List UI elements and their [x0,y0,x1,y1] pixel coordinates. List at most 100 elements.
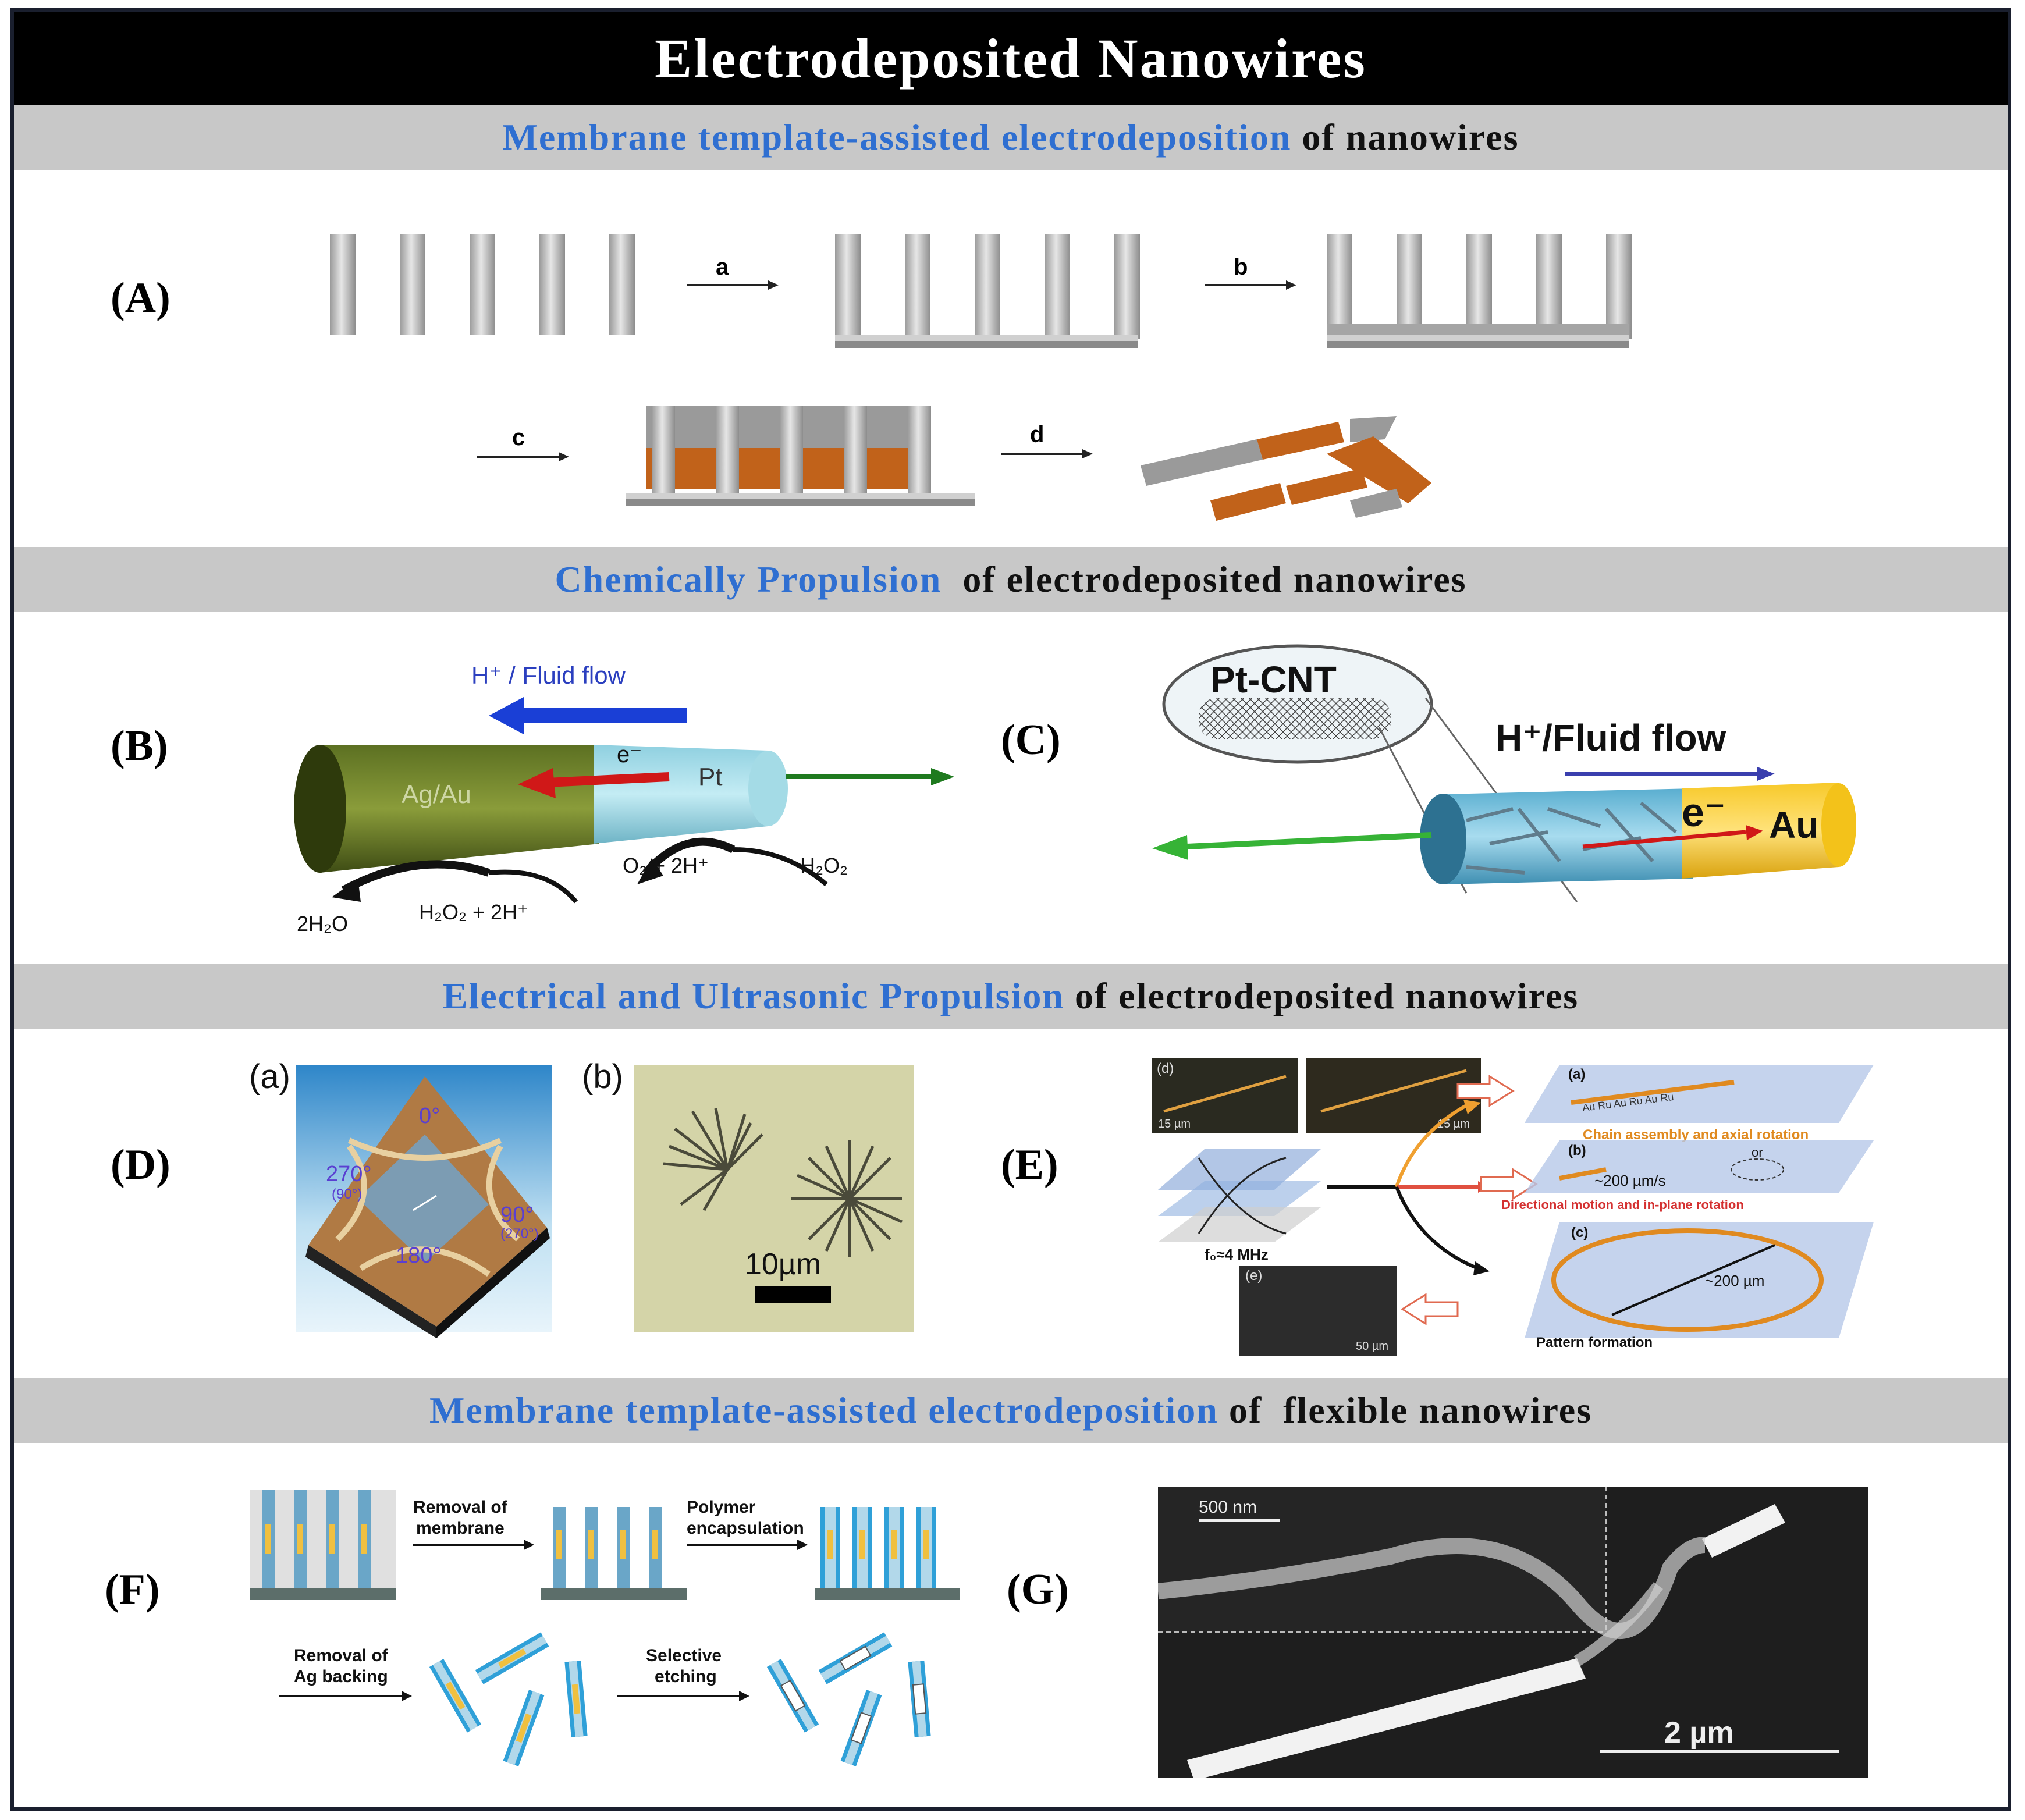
e-directional-caption: Directional motion and in-plane rotation [1501,1197,1744,1212]
d-angle-90-sub: (270°) [500,1226,539,1242]
title-text: Electrodeposited Nanowires [655,27,1367,90]
d-angle-270-sub: (90°) [332,1186,362,1202]
f-step-4-label-line1: Selective [646,1646,722,1665]
d-angle-180: 180° [396,1243,442,1268]
step-b-label: b [1234,254,1248,280]
section-2-highlight: Chemically Propulsion [555,559,942,600]
g-scale-label-small: 500 nm [1199,1498,1257,1517]
f-step-4-released-wires [429,1632,588,1766]
d-angle-0: 0° [419,1104,440,1128]
section-2-text: of electrodeposited nanowires [942,559,1467,600]
e-plane-b [1525,1140,1874,1193]
d-nanowire-cluster-2 [791,1140,903,1257]
b-reaction-o2-2h: O₂ + 2H⁺ [623,854,709,877]
section-header-3: Electrical and Ultrasonic Propulsion of … [14,964,2008,1029]
pt-cnt-label: Pt-CNT [1210,659,1337,701]
e-speed-label: ~200 µm/s [1594,1172,1666,1189]
g-rigid-segment-2 [1702,1504,1785,1558]
section-4-text: of flexible nanowires [1218,1389,1593,1431]
arrow-d: d [1001,422,1093,458]
panel-label-f: (F) [105,1566,160,1613]
d-scale-label: 10µm [745,1247,821,1281]
e-b-label: (b) [1568,1143,1586,1158]
c-electron-arrow [1582,830,1746,849]
e-e-label: (e) [1245,1268,1262,1284]
panel-f-diagram: Removal of membrane Polymer encapsulatio… [250,1490,960,1766]
e-distance-label: ~200 µm [1705,1272,1764,1289]
panel-a-diagram: a b c [330,234,1632,521]
e-micrograph-d1 [1152,1058,1298,1133]
section-3-highlight: Electrical and Ultrasonic Propulsion [442,975,1064,1016]
b-reaction-2h2o: 2H₂O [297,912,348,936]
e-chain-caption: Chain assembly and axial rotation [1583,1127,1809,1143]
f-step-3-label-line2: Ag backing [294,1667,388,1686]
e-a-label: (a) [1568,1067,1585,1082]
d-angle-90: 90° [500,1203,534,1227]
d-scale-bar [755,1286,831,1303]
filled-template [626,406,975,506]
panel-label-g: (G) [1007,1566,1069,1613]
panel-label-e: (E) [1001,1141,1058,1189]
panel-label-c: (C) [1001,716,1061,764]
c-flow-label: H⁺/Fluid flow [1495,717,1726,759]
e-plane-a [1525,1065,1874,1123]
f-step-2-label-line2: encapsulation [687,1519,804,1538]
e-d-label: (d) [1157,1061,1174,1076]
f-step-3-encapsulated [815,1507,960,1600]
f-step-5-etched-wires [766,1632,931,1766]
e-plane-c [1525,1222,1874,1338]
d-subfig-a-label: (a) [249,1058,290,1096]
c-au-label: Au [1769,804,1818,846]
b-curve-arrow-1 [341,860,491,894]
g-scale-label-big: 2 µm [1664,1716,1734,1750]
g-flexible-segment [1158,1537,1706,1639]
arrow-a: a [687,254,779,290]
e-ring-pattern [1551,1228,1824,1332]
pt-label: Pt [698,763,723,791]
section-header-1: Membrane template-assisted electrodeposi… [14,105,2008,170]
panel-label-b: (B) [111,722,168,770]
ag-au-segment [320,745,599,873]
cnt-segment [1443,788,1693,884]
e-or-label: or [1752,1145,1763,1160]
section-4-highlight: Membrane template-assisted electrodeposi… [429,1389,1218,1431]
d-chamber [358,1135,489,1263]
f-step-1-membrane [250,1490,396,1600]
f-step-1-label-line2: membrane [416,1519,505,1538]
e-scale-1: 15 µm [1158,1118,1191,1131]
panel-e-diagram: (d) 15 µm 15 µm f₀≈4 MHz (e) 50 µm (a) A… [1152,1058,1874,1356]
b-pt-end [748,751,788,826]
template-rods [330,234,635,335]
b-reaction-h2o2: H₂O₂ [800,854,848,877]
b-curve-arrow-2 [642,837,736,876]
g-rigid-segment-1 [1187,1658,1586,1778]
pt-segment [594,745,768,844]
panel-d-diagram: (a) 0° 270° (90°) 90° (270°) 180° (b) 10… [249,1058,914,1338]
f-step-1-label-line1: Removal of [413,1498,508,1517]
panel-g-micrograph: 500 nm 2 µm [1158,1487,1868,1778]
section-3-text: of electrodeposited nanowires [1064,975,1579,1016]
e-micrograph-e [1239,1266,1397,1356]
panel-label-d: (D) [111,1141,170,1189]
section-1-highlight: Membrane template-assisted electrodeposi… [502,116,1292,158]
f-step-2-free-wires [541,1507,687,1600]
panel-c-diagram: Pt-CNT H⁺/Fluid flow e⁻ Au [1152,644,1856,902]
section-header-4: Membrane template-assisted electrodeposi… [14,1378,2008,1443]
f-step-2-label-line1: Polymer [687,1498,756,1517]
e-pattern-caption: Pattern formation [1536,1335,1653,1350]
d-subfig-b-label: (b) [582,1058,623,1096]
c-au-end [1821,783,1856,867]
figure-title: Electrodeposited Nanowires [14,12,2008,105]
b-flow-label: H⁺ / Fluid flow [471,662,626,689]
step-d-label: d [1030,422,1044,447]
e-c-label: (c) [1571,1225,1588,1240]
b-reaction-h2o2-2h: H₂O₂ + 2H⁺ [419,900,528,924]
arrow-b: b [1205,254,1296,290]
e-micrograph-d2 [1306,1058,1481,1133]
ag-au-label: Ag/Au [402,780,471,809]
f-step-4-label-line2: etching [655,1667,717,1686]
d-angle-270: 270° [326,1162,372,1186]
rods-with-backing [1327,234,1632,348]
f-step-3-label-line1: Removal of [294,1646,389,1665]
b-motion-arrowhead [931,768,954,785]
